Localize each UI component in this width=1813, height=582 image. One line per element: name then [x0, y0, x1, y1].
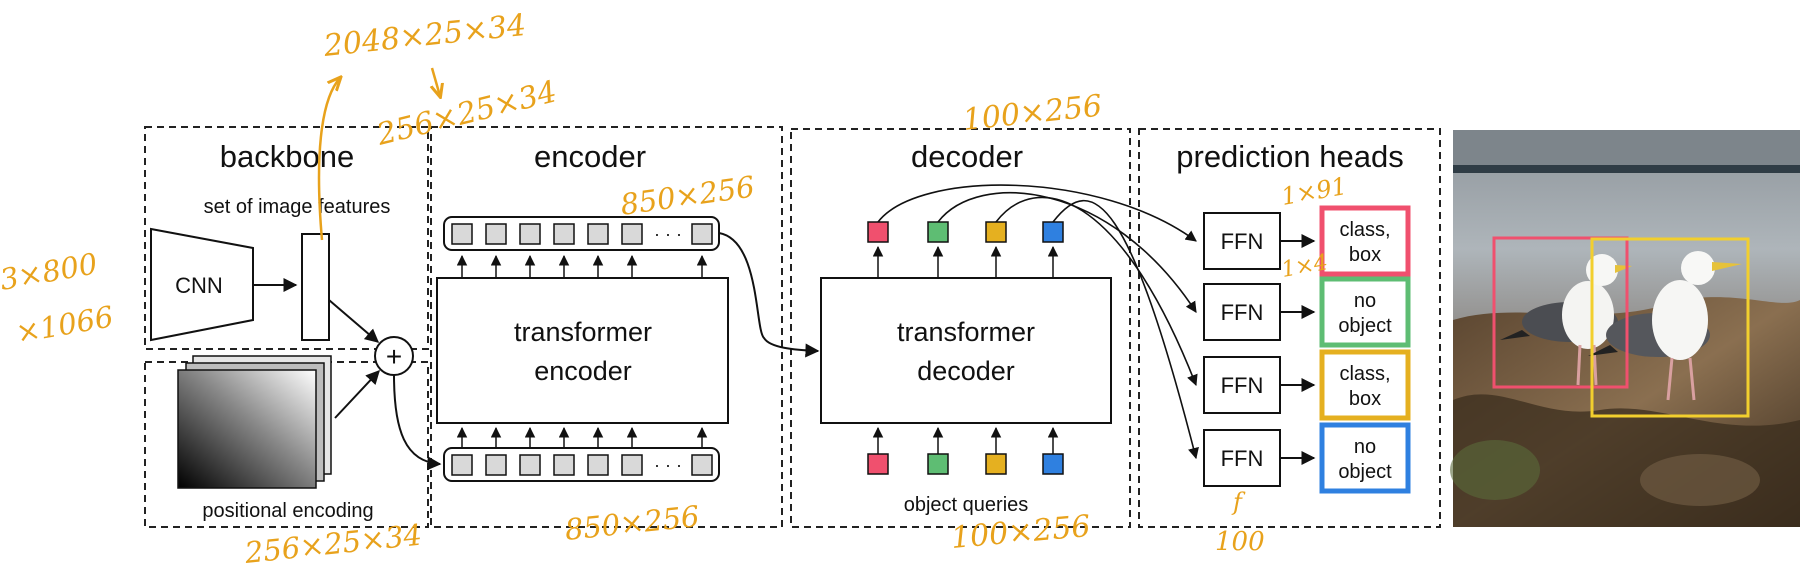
- ffn-label: FFN: [1221, 373, 1264, 398]
- backbone-section: backbone set of image features: [144, 126, 429, 350]
- note-backbone-out: 2048×25×34: [321, 8, 528, 64]
- encoder-input-token: [691, 454, 713, 476]
- gull-left: [1500, 254, 1632, 386]
- encoder-input-token: [485, 454, 507, 476]
- prediction-output-box: [1319, 422, 1411, 494]
- query-to-ffn-arrow: [1052, 199, 1199, 460]
- ffn-label: FFN: [1221, 446, 1264, 471]
- note-enc-bottom: 850×256: [563, 499, 701, 547]
- note-pos-enc: 256×25×34: [242, 518, 423, 570]
- decoder-output-token: [1042, 221, 1064, 243]
- detection-box-pink: [1492, 236, 1629, 389]
- cnn-block: CNN: [150, 227, 254, 342]
- prediction-heads-title: prediction heads: [1176, 139, 1404, 174]
- query-to-ffn-arrow: [995, 196, 1198, 387]
- object-query-token: [867, 453, 889, 475]
- object-query-token: [1042, 453, 1064, 475]
- prediction-output-label: no: [1354, 436, 1376, 458]
- note-dec-top: 100×256: [961, 89, 1104, 138]
- note-ffn-top: 1×91: [1279, 172, 1349, 211]
- encoder-input-token: [451, 454, 473, 476]
- decoder-output-token: [867, 221, 889, 243]
- cnn-label: CNN: [175, 273, 223, 298]
- encoder-to-decoder-arrow: [718, 232, 820, 358]
- prediction-output-label: no: [1354, 290, 1376, 312]
- encoder-output-token: [553, 223, 575, 245]
- encoder-input-ellipsis: · · ·: [654, 455, 682, 475]
- prediction-output-box: [1319, 276, 1411, 348]
- encoder-output-tokens: · · ·: [443, 216, 720, 251]
- encoder-output-token: [451, 223, 473, 245]
- prediction-output-label: object: [1338, 315, 1392, 337]
- prediction-heads-section: prediction heads: [1138, 128, 1441, 528]
- transformer-decoder-block: transformer decoder: [820, 277, 1112, 424]
- query-to-ffn-arrow: [877, 184, 1197, 242]
- backbone-title: backbone: [220, 139, 354, 174]
- note-proj-arrow: [432, 67, 440, 96]
- decoder-section: decoder: [790, 128, 1131, 528]
- gull-right: [1588, 251, 1742, 401]
- positional-encoding-stack: [177, 355, 332, 489]
- positional-encoding-label: positional encoding: [202, 500, 373, 522]
- encoder-output-ellipsis: · · ·: [654, 224, 682, 244]
- note-enc-top: 850×256: [618, 169, 756, 221]
- decoder-title: decoder: [911, 139, 1023, 174]
- encoder-input-token: [587, 454, 609, 476]
- prediction-output-box: [1319, 205, 1411, 277]
- encoder-input-tokens: · · ·: [443, 447, 720, 482]
- ffn-label: FFN: [1221, 229, 1264, 254]
- object-queries-label: object queries: [904, 494, 1029, 516]
- decoder-output-token: [985, 221, 1007, 243]
- encoder-input-token: [553, 454, 575, 476]
- transformer-encoder-block: transformer encoder: [436, 277, 729, 424]
- note-ffn-bottom-2: 100: [1215, 527, 1265, 557]
- note-ffn-bottom-1: f: [1231, 488, 1246, 516]
- ffn-label: FFN: [1221, 300, 1264, 325]
- transformer-encoder-line1: transformer: [514, 317, 652, 347]
- prediction-output-label: object: [1338, 461, 1392, 483]
- encoder-title: encoder: [534, 139, 646, 174]
- prediction-output-label: class,: [1339, 363, 1390, 385]
- image-features-block: [301, 233, 330, 341]
- note-image-in-2: ×1066: [13, 299, 116, 350]
- decoder-query-tokens: [867, 221, 1064, 475]
- prediction-output-label: box: [1349, 388, 1381, 410]
- transformer-decoder-line2: decoder: [917, 356, 1015, 386]
- encoder-output-token: [691, 223, 713, 245]
- gull-photo: [1450, 130, 1800, 527]
- encoder-output-token: [519, 223, 541, 245]
- prediction-output-label: box: [1349, 244, 1381, 266]
- sum-node: +: [374, 336, 414, 376]
- object-query-token: [927, 453, 949, 475]
- ffn-block: [1203, 283, 1281, 341]
- sum-to-encoder-input-arrow: [393, 374, 442, 471]
- encoder-output-token: [621, 223, 643, 245]
- decoder-output-token: [927, 221, 949, 243]
- detection-box-yellow: [1590, 237, 1750, 418]
- sum-label: +: [386, 341, 402, 372]
- note-proj-out: 256×25×34: [372, 74, 560, 153]
- positional-encoding-section: positional encoding: [144, 361, 429, 528]
- encoder-output-token: [587, 223, 609, 245]
- image-features-label: set of image features: [204, 196, 391, 218]
- prediction-output-box: [1319, 349, 1411, 421]
- prediction-output-label: class,: [1339, 219, 1390, 241]
- features-to-sum-arrow: [328, 299, 380, 343]
- encoder-bottom-arrows: [456, 426, 708, 448]
- encoder-top-arrows: [456, 254, 708, 278]
- transformer-encoder-line2: encoder: [534, 356, 632, 386]
- note-image-in-1: 3×800: [0, 246, 100, 297]
- transformer-decoder-line1: transformer: [897, 317, 1035, 347]
- ffn-block: [1203, 212, 1281, 270]
- encoder-section: encoder: [430, 126, 783, 528]
- encoder-output-token: [485, 223, 507, 245]
- decoder-to-ffn-arrows: [877, 184, 1199, 460]
- note-backbone-arrow: [317, 78, 340, 241]
- object-query-token: [985, 453, 1007, 475]
- encoder-input-token: [621, 454, 643, 476]
- encoder-input-token: [519, 454, 541, 476]
- pos-to-sum-arrow: [334, 369, 380, 419]
